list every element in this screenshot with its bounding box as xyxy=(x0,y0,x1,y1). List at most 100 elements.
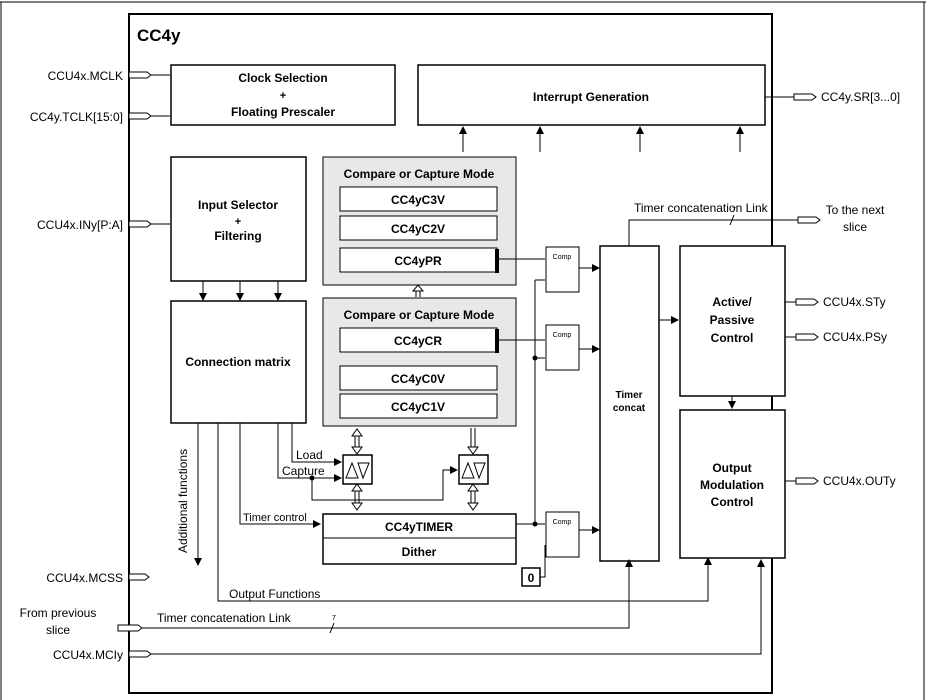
double-arrows-vertical xyxy=(351,428,479,511)
interrupt-arrows xyxy=(459,126,744,152)
timer-control-wire xyxy=(239,423,321,528)
bus-width-top-label: 7 xyxy=(732,207,736,214)
comparator-2-label: Comp xyxy=(553,332,572,339)
register-cc4yc3v-label: CC4yC3V xyxy=(391,193,445,207)
register-cc4ypr xyxy=(339,247,498,273)
output-functions-label: Output Functions xyxy=(229,587,320,601)
pin-sty: CCU4x.STy xyxy=(785,295,886,309)
timer-concat-block xyxy=(599,245,660,562)
input-selector-block xyxy=(170,156,307,282)
output-modulation-line3: Control xyxy=(711,495,754,509)
interrupt-generation-block xyxy=(417,64,766,126)
timer-concat-link-top-wire xyxy=(628,219,798,246)
input-selector-line1: Input Selector xyxy=(198,198,278,212)
register-cc4ycr xyxy=(339,327,498,353)
pin-outy-label: CCU4x.OUTy xyxy=(823,474,896,488)
comparator-1: Comp xyxy=(545,246,580,293)
pin-psy: CCU4x.PSy xyxy=(785,330,887,344)
pin-to-next-slice: To the next slice xyxy=(797,203,885,234)
capture-junction xyxy=(309,475,315,481)
pin-tclk-label: CC4y.TCLK[15:0] xyxy=(30,110,123,124)
register-cc4yc1v-label: CC4yC1V xyxy=(391,400,445,414)
interrupt-generation-label: Interrupt Generation xyxy=(533,90,649,104)
timer-concat-line2: concat xyxy=(613,403,646,414)
cc4y-title: CC4y xyxy=(137,26,181,45)
compare-group-bottom-title: Compare or Capture Mode xyxy=(344,308,495,322)
output-modulation-line1: Output xyxy=(712,461,751,475)
timer-bus-junction-2 xyxy=(532,355,538,361)
register-cc4yc0v xyxy=(339,365,498,391)
active-passive-line2: Passive xyxy=(710,313,755,327)
register-cc4ypr-label: CC4yPR xyxy=(394,254,442,268)
capture-label: Capture xyxy=(282,464,325,478)
group-link-double-arrow xyxy=(411,284,425,297)
comparator-3-label: Comp xyxy=(553,519,572,526)
load-label: Load xyxy=(296,448,323,462)
capture-wire-right xyxy=(311,466,458,501)
swap-block-left-icon xyxy=(342,454,373,485)
register-cc4yc0v-label: CC4yC0V xyxy=(391,372,445,386)
pin-outy: CCU4x.OUTy xyxy=(785,474,896,488)
input-selector-line2: + xyxy=(235,216,241,228)
output-modulation-line2: Modulation xyxy=(700,478,764,492)
to-next-line1: To the next xyxy=(826,203,885,217)
input-selector-line3: Filtering xyxy=(214,229,261,243)
pin-sty-label: CCU4x.STy xyxy=(823,295,886,309)
connection-matrix-label: Connection matrix xyxy=(185,355,291,369)
pin-iny: CCU4x.INy[P:A] xyxy=(37,218,170,232)
comparator-1-label: Comp xyxy=(553,254,572,261)
timer-block xyxy=(322,513,517,565)
pin-tclk: CC4y.TCLK[15:0] xyxy=(30,110,170,124)
pin-psy-label: CCU4x.PSy xyxy=(823,330,887,344)
swap-block-right-icon xyxy=(458,454,489,485)
register-cc4yc2v xyxy=(339,215,498,241)
comparator-3: Comp xyxy=(545,511,580,558)
pin-mcly-label: CCU4x.MCIy xyxy=(53,648,123,662)
clock-selection-block xyxy=(170,64,396,126)
pin-mcly: CCU4x.MCIy xyxy=(53,559,765,662)
selector-to-matrix-arrows xyxy=(199,281,282,301)
pin-mcss-label: CCU4x.MCSS xyxy=(46,571,123,585)
dither-label: Dither xyxy=(402,545,437,559)
timer-concat-link-top-label: Timer concatenation Link xyxy=(634,201,769,215)
output-functions-wire xyxy=(217,423,712,602)
timer-concat-link-bottom-label: Timer concatenation Link xyxy=(157,611,292,625)
pin-iny-label: CCU4x.INy[P:A] xyxy=(37,218,123,232)
comparator-2: Comp xyxy=(545,324,580,371)
pin-from-previous-slice: From previous slice xyxy=(20,559,633,637)
pin-sr: CC4y.SR[3...0] xyxy=(765,90,900,104)
active-passive-line1: Active/ xyxy=(712,295,752,309)
output-modulation-block xyxy=(679,409,786,559)
active-passive-block xyxy=(679,245,786,397)
timer-concat-line1: Timer xyxy=(615,390,642,401)
additional-functions-label: Additional functions xyxy=(176,449,190,553)
zero-to-comp-wire xyxy=(540,545,546,578)
from-previous-line1: From previous xyxy=(20,606,97,620)
bus-width-bottom-tick xyxy=(329,622,335,634)
timer-label: CC4yTIMER xyxy=(385,520,453,534)
pin-mcss: CCU4x.MCSS xyxy=(46,571,150,585)
pin-sr-label: CC4y.SR[3...0] xyxy=(821,90,900,104)
register-cc4yc3v xyxy=(339,186,498,212)
pin-mclk: CCU4x.MCLK xyxy=(48,69,170,83)
load-wire xyxy=(291,423,342,466)
register-cc4yc1v xyxy=(339,393,498,419)
register-cc4ycr-label: CC4yCR xyxy=(394,334,442,348)
register-cc4yc2v-label: CC4yC2V xyxy=(391,222,445,236)
bus-width-top-tick xyxy=(729,214,735,226)
clock-selection-line1: Clock Selection xyxy=(238,71,327,85)
bus-width-bottom-label: 7 xyxy=(332,615,336,622)
pin-mclk-label: CCU4x.MCLK xyxy=(48,69,123,83)
active-passive-line3: Control xyxy=(711,331,754,345)
zero-constant-label: 0 xyxy=(528,571,535,585)
timer-control-label: Timer control xyxy=(243,512,307,524)
to-next-line2: slice xyxy=(843,220,867,234)
clock-selection-line2: + xyxy=(280,90,286,102)
compare-group-top-title: Compare or Capture Mode xyxy=(344,167,495,181)
capture-wire xyxy=(277,423,342,482)
connection-matrix-block xyxy=(170,300,307,424)
clock-selection-line3: Floating Prescaler xyxy=(231,105,335,119)
from-previous-line2: slice xyxy=(46,623,70,637)
